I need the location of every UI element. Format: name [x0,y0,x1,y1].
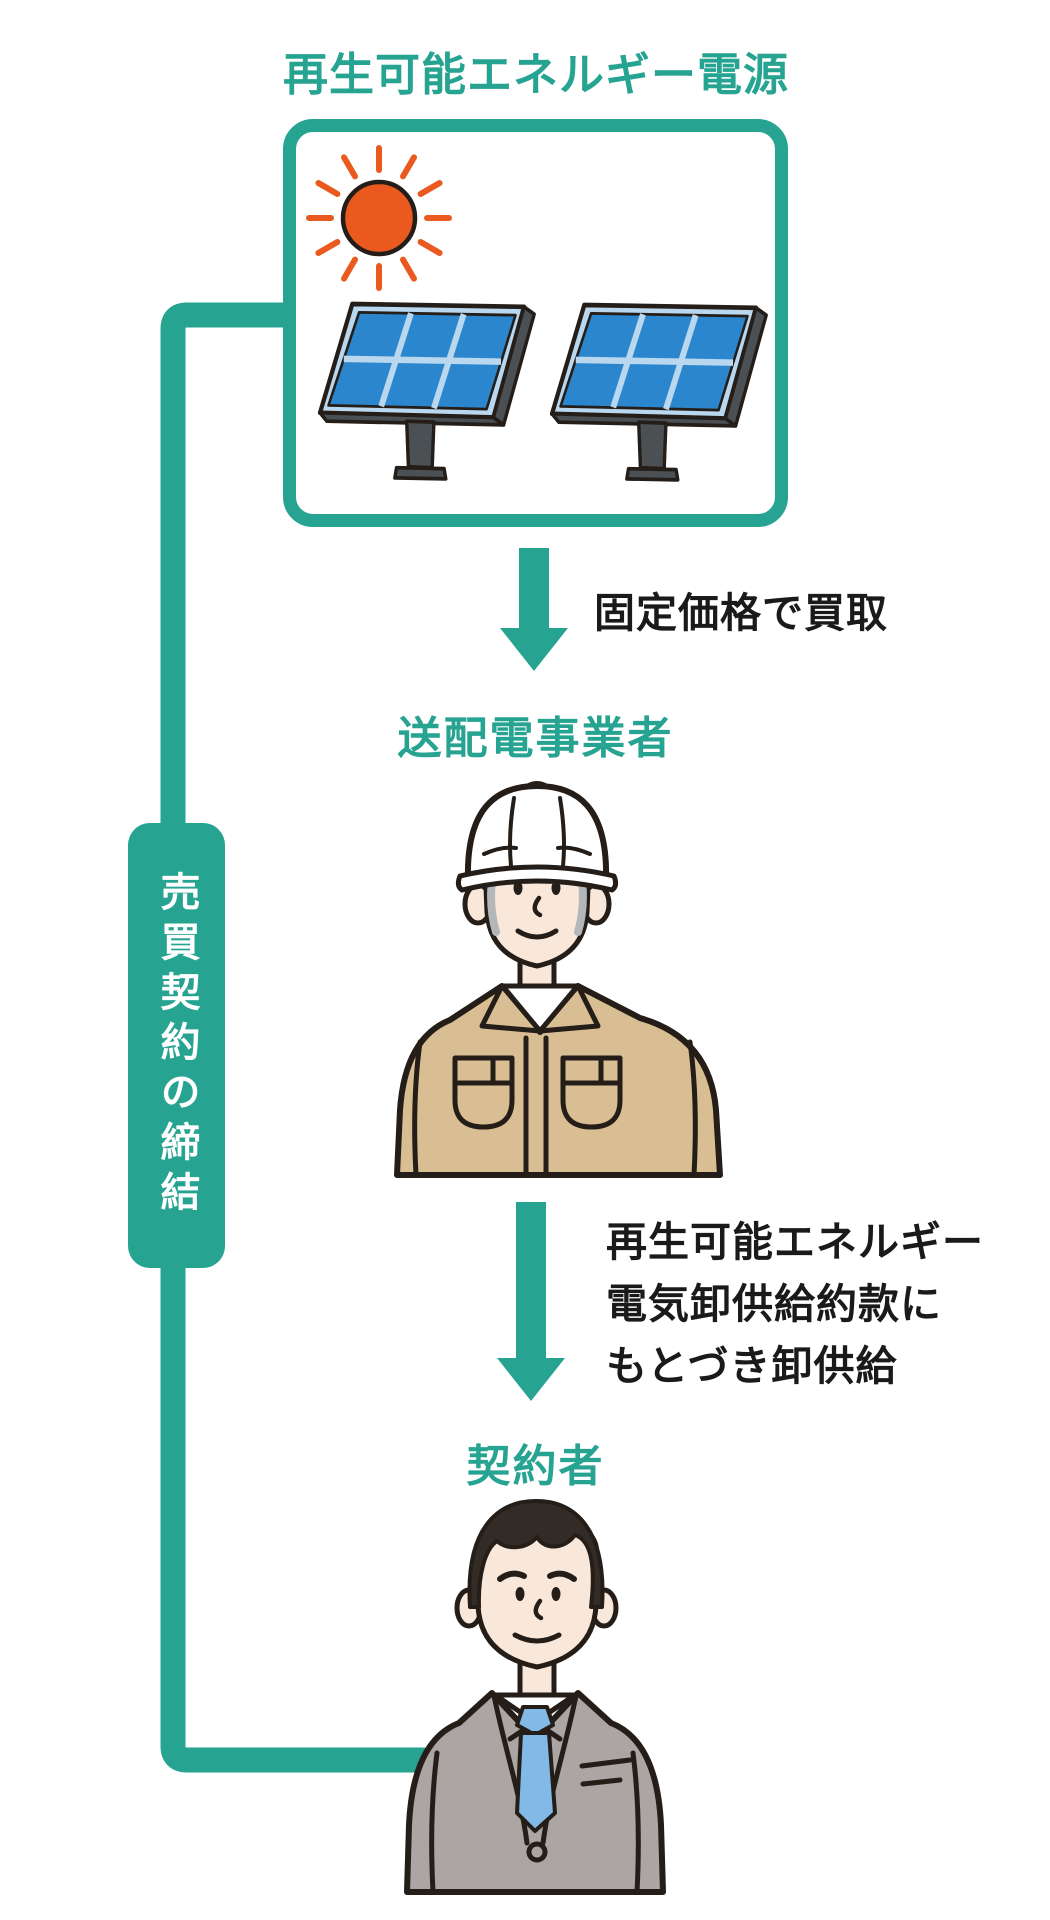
worker-illustration [394,781,723,1178]
solar-panel-left-icon [320,304,534,479]
contract-pill-label: 売買契約の締結 [153,870,200,1221]
sun-icon [306,145,452,291]
businessman-illustration [404,1499,666,1895]
node3-label: 契約者 [466,1441,605,1492]
renewable-source-box [283,119,788,527]
down-arrow-1-icon [500,548,568,671]
arrow2-label: 再生可能エネルギー 電気卸供給約款に もとづき卸供給 [606,1211,984,1397]
source-title: 再生可能エネルギー電源 [283,48,790,101]
down-arrow-2-icon [497,1202,565,1401]
arrow2-label-line1: 再生可能エネルギー [606,1218,984,1266]
arrow2-label-line3: もとづき卸供給 [606,1342,898,1390]
solar-scene [306,145,775,514]
arrow2-label-line2: 電気卸供給約款に [606,1280,942,1328]
node2-label: 送配電事業者 [397,713,674,764]
solar-panel-right-icon [552,305,766,480]
arrow1-label: 固定価格で買取 [594,589,888,637]
contract-pill: 売買契約の締結 [128,823,225,1268]
